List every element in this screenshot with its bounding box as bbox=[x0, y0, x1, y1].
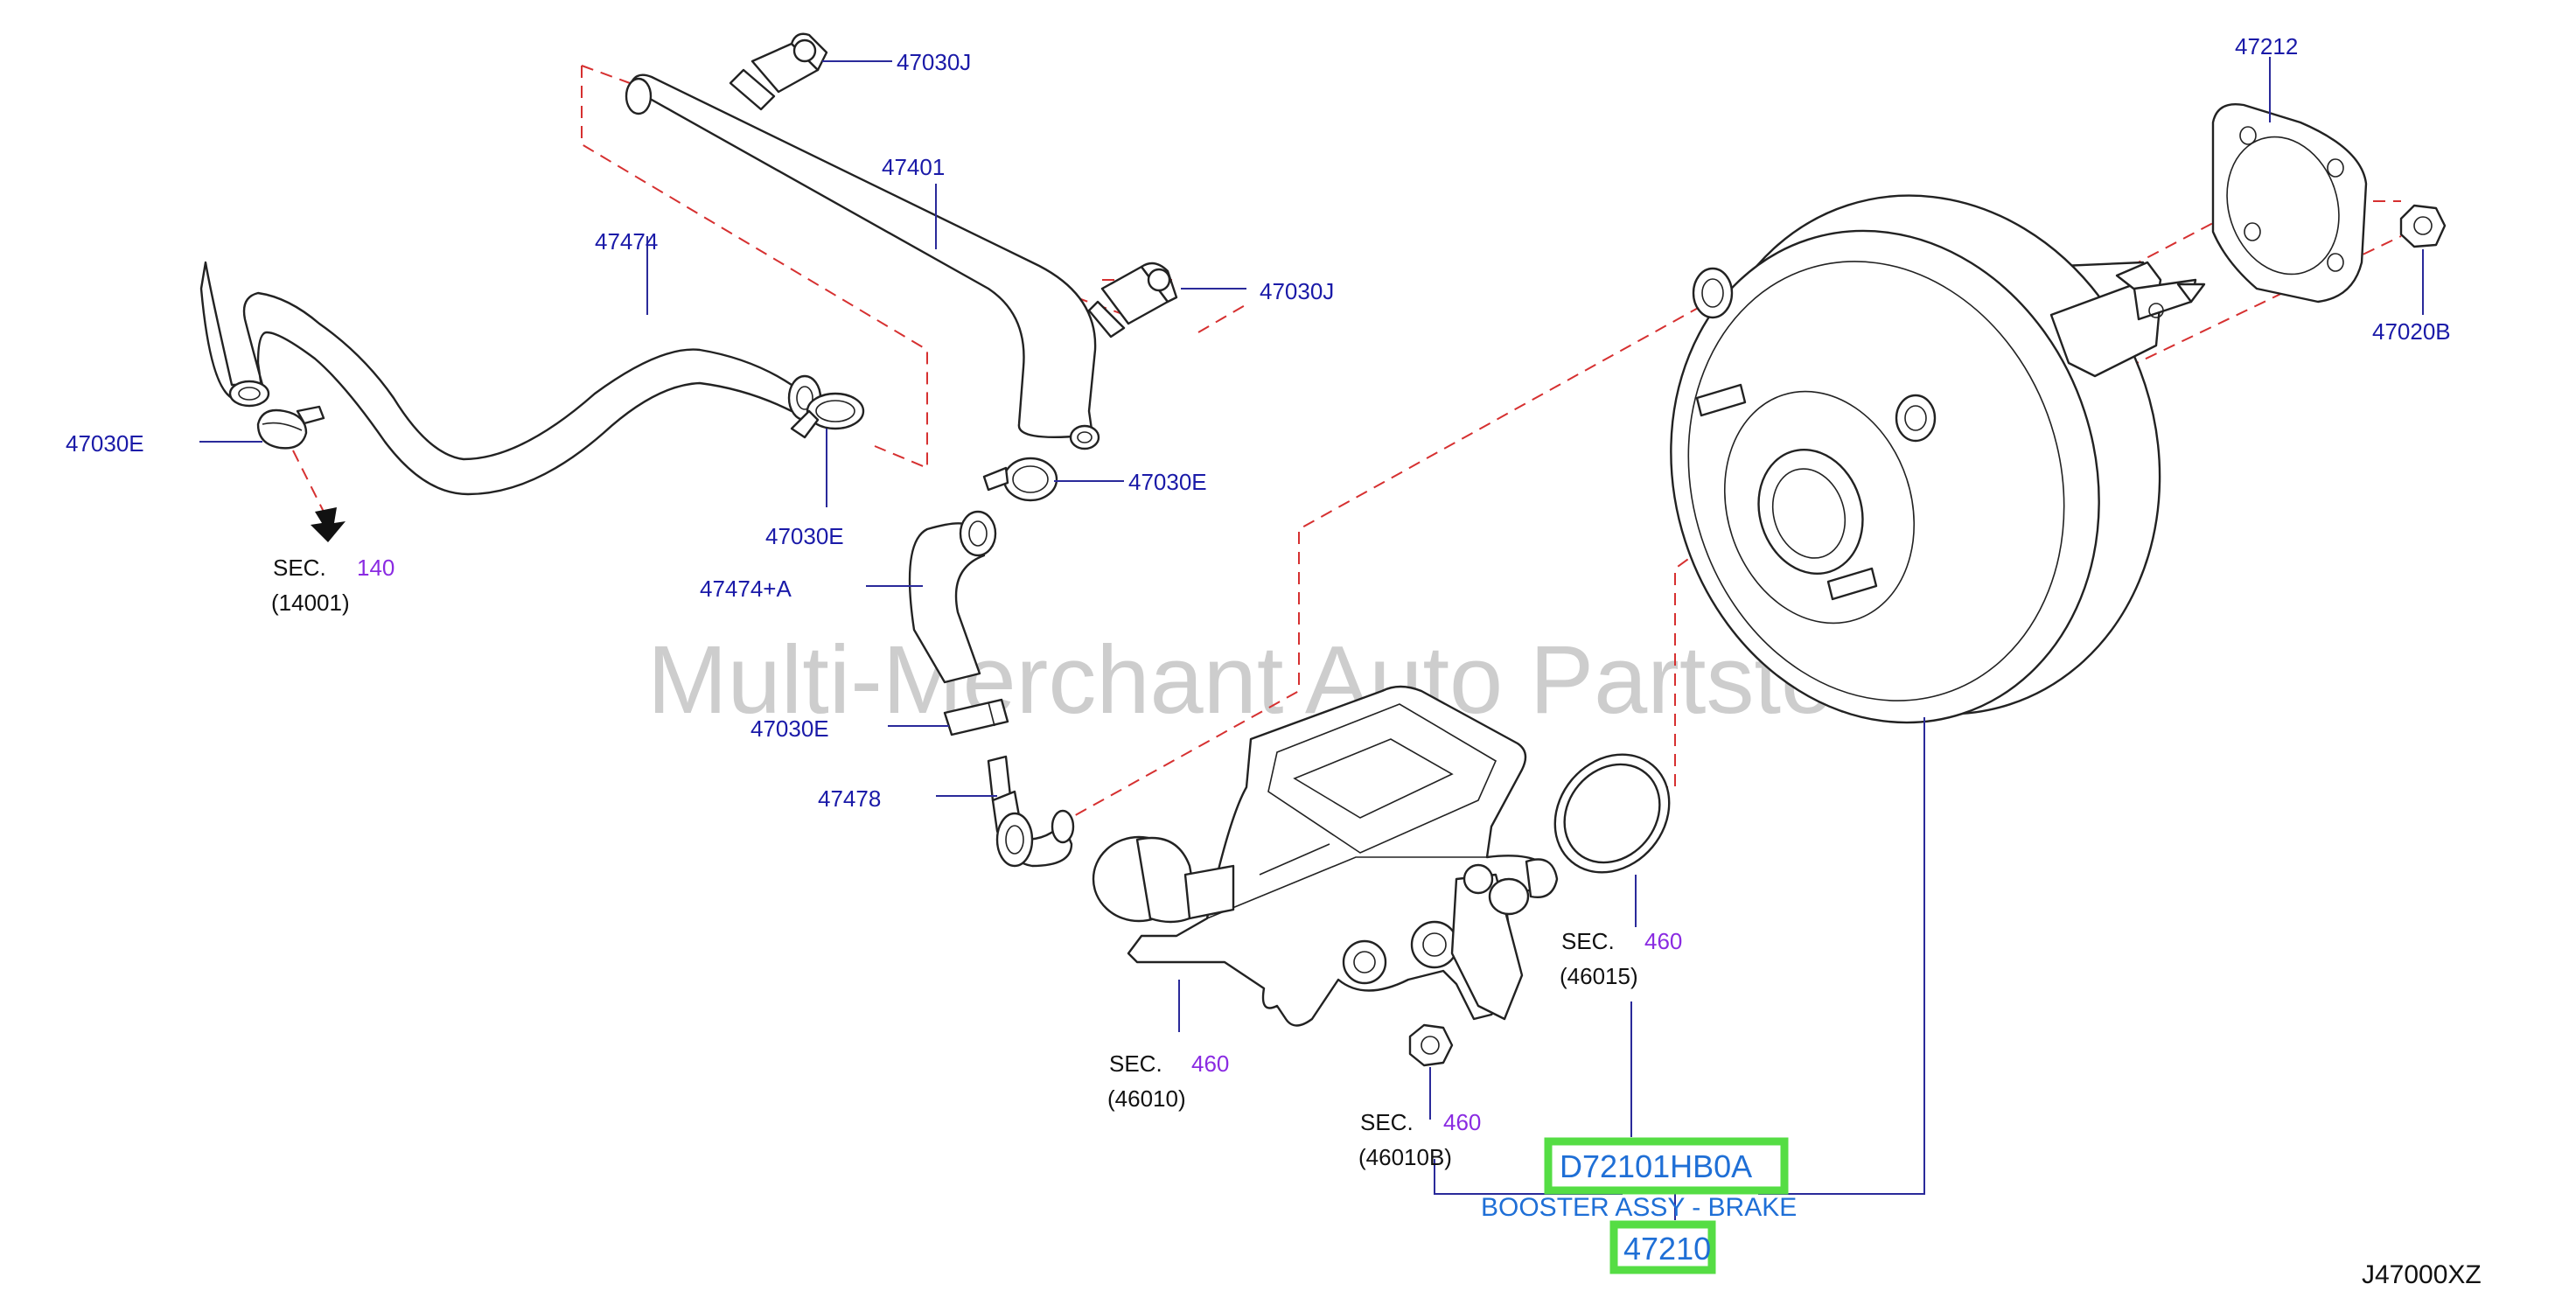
hose-47401 bbox=[625, 73, 1100, 450]
clamp-47030J-top bbox=[729, 32, 828, 111]
gasket-47212 bbox=[2211, 103, 2368, 304]
label-47030E-right: 47030E bbox=[1128, 469, 1207, 495]
svg-text:460: 460 bbox=[1644, 928, 1682, 954]
svg-text:(46010): (46010) bbox=[1107, 1085, 1186, 1112]
section-140: SEC. 140 (14001) bbox=[271, 555, 394, 616]
svg-text:SEC.: SEC. bbox=[1109, 1050, 1162, 1077]
nut-46010B bbox=[1408, 1023, 1454, 1067]
section-46010B: SEC. 460 (46010B) bbox=[1358, 1109, 1481, 1170]
ref-number-text[interactable]: 47210 bbox=[1623, 1231, 1711, 1267]
label-47030E-left: 47030E bbox=[66, 430, 144, 457]
section-46010: SEC. 460 (46010) bbox=[1107, 1050, 1229, 1112]
svg-text:140: 140 bbox=[357, 555, 394, 581]
svg-text:SEC.: SEC. bbox=[1561, 928, 1615, 954]
leader-lines bbox=[199, 57, 2424, 1220]
clamp-47030E-right bbox=[982, 457, 1058, 502]
svg-text:SEC.: SEC. bbox=[1360, 1109, 1414, 1135]
part-number-text[interactable]: D72101HB0A bbox=[1560, 1148, 1752, 1184]
svg-text:(14001): (14001) bbox=[271, 590, 350, 616]
nut-47020B bbox=[2399, 204, 2447, 248]
label-47020B: 47020B bbox=[2372, 318, 2451, 345]
arrow-sec140-icon bbox=[311, 507, 346, 542]
part-description: BOOSTER ASSY - BRAKE bbox=[1481, 1193, 1797, 1222]
svg-text:SEC.: SEC. bbox=[273, 555, 326, 581]
clamp-47030E-left bbox=[256, 405, 325, 450]
clamp-47030E-low bbox=[943, 698, 1009, 736]
clamp-47030E-clamp bbox=[790, 392, 865, 439]
watermark: Multi-Merchant Auto Partstore bbox=[647, 626, 1920, 734]
brake-booster bbox=[1670, 194, 2206, 724]
label-47030J-mid: 47030J bbox=[1260, 278, 1334, 304]
hose-47474 bbox=[199, 261, 824, 496]
label-47030E-clamp: 47030E bbox=[765, 523, 844, 549]
label-47030J-top: 47030J bbox=[897, 49, 971, 75]
svg-text:460: 460 bbox=[1191, 1050, 1229, 1077]
hose-47474A bbox=[908, 510, 997, 684]
master-cylinder bbox=[1092, 685, 1559, 1027]
clamp-47030J-mid bbox=[1087, 262, 1178, 338]
svg-text:(46010B): (46010B) bbox=[1358, 1144, 1452, 1170]
label-47401: 47401 bbox=[882, 154, 945, 180]
svg-text:(46015): (46015) bbox=[1560, 963, 1638, 989]
label-47478: 47478 bbox=[818, 785, 881, 812]
label-47212: 47212 bbox=[2235, 33, 2298, 59]
label-47474: 47474 bbox=[595, 228, 658, 255]
highlight-part-number[interactable]: D72101HB0A bbox=[1544, 1137, 1789, 1195]
diagram-code: J47000XZ bbox=[2362, 1260, 2482, 1289]
oring-46015 bbox=[1553, 753, 1671, 874]
svg-text:460: 460 bbox=[1443, 1109, 1481, 1135]
label-47030E-low: 47030E bbox=[750, 715, 829, 742]
label-47474A: 47474+A bbox=[700, 576, 792, 602]
highlight-ref-number[interactable]: 47210 bbox=[1609, 1220, 1716, 1274]
part-labels: 47030J 47401 47474 47030J 47030E 47030E … bbox=[66, 33, 2451, 812]
connector-47478 bbox=[987, 755, 1075, 868]
section-46015: SEC. 460 (46015) bbox=[1560, 928, 1682, 989]
